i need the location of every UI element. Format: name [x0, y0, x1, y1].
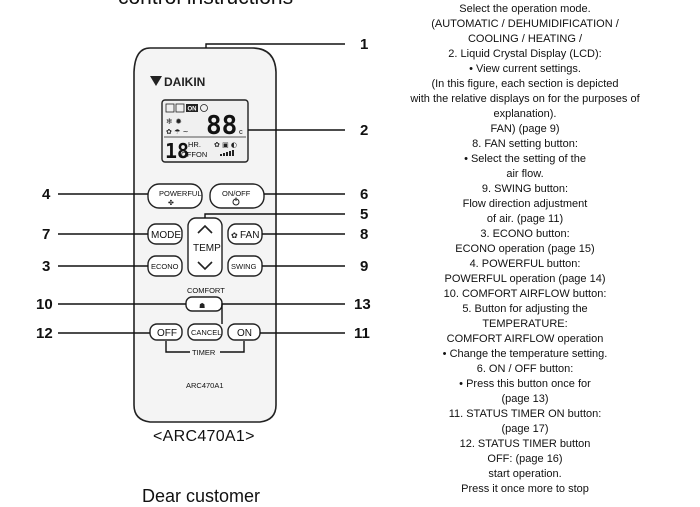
chevron-up-icon	[197, 224, 213, 234]
timer-off-button[interactable]: OFF	[149, 323, 183, 341]
mode-button[interactable]: MODE	[147, 223, 183, 245]
instruction-line: POWERFUL operation (page 14)	[444, 273, 606, 285]
svg-text:ON: ON	[237, 328, 252, 339]
svg-text:FAN: FAN	[240, 230, 259, 241]
lcd-mode-icons: ON ❄ ✹ ✿ ☂ ~	[165, 103, 208, 136]
lcd-fan-level-bars	[220, 150, 234, 156]
svg-text:CANCEL: CANCEL	[191, 328, 221, 337]
lcd-temp-digits: 88	[206, 111, 237, 141]
temp-label: TEMP	[193, 243, 221, 254]
callout-6: 6	[360, 186, 368, 203]
lcd-timer-hr: HR.	[188, 140, 201, 149]
instruction-line: explanation).	[493, 108, 557, 120]
callout-9: 9	[360, 258, 368, 275]
instruction-line: 12. STATUS TIMER button	[459, 438, 591, 450]
callout-8: 8	[360, 226, 368, 243]
brand-label: DAIKIN	[164, 75, 205, 89]
comfort-button[interactable]: ☗	[185, 296, 223, 312]
fan-button[interactable]: ✿ FAN	[227, 223, 263, 245]
powerful-button[interactable]: POWERFUL ✤	[147, 183, 203, 209]
lcd-fan-icon: ✿ ☂ ~	[166, 128, 189, 136]
comfort-label: COMFORT	[187, 286, 225, 295]
model-caption: <ARC470A1>	[153, 428, 255, 445]
instruction-line: 5. Button for adjusting the	[462, 303, 588, 315]
temp-rocker[interactable]: TEMP	[187, 217, 223, 277]
callout-11: 11	[354, 325, 370, 342]
chevron-down-icon	[197, 261, 213, 271]
instruction-line: • Change the temperature setting.	[442, 348, 608, 360]
callout-10: 10	[36, 296, 53, 313]
comfort-icon: ☗	[199, 302, 205, 310]
instruction-line: TEMPERATURE:	[482, 318, 568, 330]
daikin-logo: DAIKIN	[150, 75, 205, 89]
callout-3: 3	[42, 258, 50, 275]
onoff-button[interactable]: ON/OFF	[209, 183, 265, 209]
svg-text:OFF: OFF	[157, 328, 177, 339]
instruction-line: 4. POWERFUL button:	[469, 258, 581, 270]
instruction-line: (page 17)	[501, 423, 549, 435]
callout-4: 4	[42, 186, 51, 203]
timer-bracket	[165, 341, 245, 353]
instruction-line: FAN) (page 9)	[490, 123, 560, 135]
svg-text:MODE: MODE	[151, 230, 181, 241]
instruction-line: (In this figure, each section is depicte…	[431, 78, 619, 90]
instruction-line: 8. FAN setting button:	[472, 138, 578, 150]
instruction-line: 2. Liquid Crystal Display (LCD):	[448, 48, 602, 60]
instruction-line: • Select the setting of the	[464, 153, 586, 165]
instruction-line: Select the operation mode.	[459, 3, 591, 15]
callout-7: 7	[42, 226, 50, 243]
page-title: control instructions	[118, 0, 293, 10]
svg-text:POWERFUL: POWERFUL	[159, 189, 202, 198]
lcd-on-badge: ON	[188, 107, 197, 113]
instruction-line: OFF: (page 16)	[487, 453, 563, 465]
instruction-line: of air. (page 11)	[486, 213, 564, 225]
instruction-line: 11. STATUS TIMER ON button:	[448, 408, 602, 420]
instruction-line: 3. ECONO button:	[480, 228, 570, 240]
instruction-line: Flow direction adjustment	[462, 198, 588, 210]
instruction-line: COMFORT AIRFLOW operation	[446, 333, 604, 345]
instruction-line: 9. SWING button:	[481, 183, 569, 195]
lcd-timer-digits: 18	[165, 139, 189, 163]
callout-5: 5	[360, 206, 368, 223]
instruction-line: air flow.	[506, 168, 544, 180]
instruction-line: (page 13)	[501, 393, 549, 405]
instruction-line: • View current settings.	[469, 63, 581, 75]
instruction-line: 6. ON / OFF button:	[476, 363, 574, 375]
swing-button[interactable]: SWING	[227, 255, 263, 277]
callout-2: 2	[360, 122, 368, 139]
callout-13: 13	[354, 296, 371, 313]
instruction-line: COOLING / HEATING /	[467, 33, 583, 45]
svg-text:ON/OFF: ON/OFF	[222, 189, 251, 198]
lcd-temp-unit: c	[239, 127, 243, 136]
instruction-line: 10. COMFORT AIRFLOW button:	[443, 288, 607, 300]
svg-text:ECONO: ECONO	[151, 262, 179, 271]
svg-text:SWING: SWING	[231, 262, 257, 271]
timer-label: TIMER	[192, 348, 216, 357]
instruction-line: start operation.	[488, 468, 562, 480]
callout-12: 12	[36, 325, 53, 342]
instruction-line: (AUTOMATIC / DEHUMIDIFICATION /	[431, 18, 619, 30]
lcd-timer-offon: OFFON	[181, 150, 207, 159]
lcd-status-icons: ✿ ▣ ◐	[214, 141, 237, 149]
remote-model-print: ARC470A1	[186, 381, 224, 390]
fan-icon: ✿	[231, 231, 238, 240]
instruction-line: with the relative displays on for the pu…	[410, 93, 640, 105]
timer-on-button[interactable]: ON	[227, 323, 261, 341]
footer-greeting: Dear customer	[142, 486, 261, 506]
instruction-line: Press it once more to stop	[461, 483, 589, 495]
powerful-icon: ✤	[168, 199, 174, 207]
instruction-list: Select the operation mode. (AUTOMATIC / D…	[400, 2, 650, 497]
instruction-line: • Press this button once for	[459, 378, 591, 390]
lcd-snow-icon: ❄ ✹	[166, 117, 182, 126]
econo-button[interactable]: ECONO	[147, 255, 183, 277]
instruction-line: ECONO operation (page 15)	[455, 243, 595, 255]
callout-1: 1	[360, 36, 368, 53]
timer-cancel-button[interactable]: CANCEL	[187, 323, 223, 341]
lcd-display	[161, 99, 249, 163]
